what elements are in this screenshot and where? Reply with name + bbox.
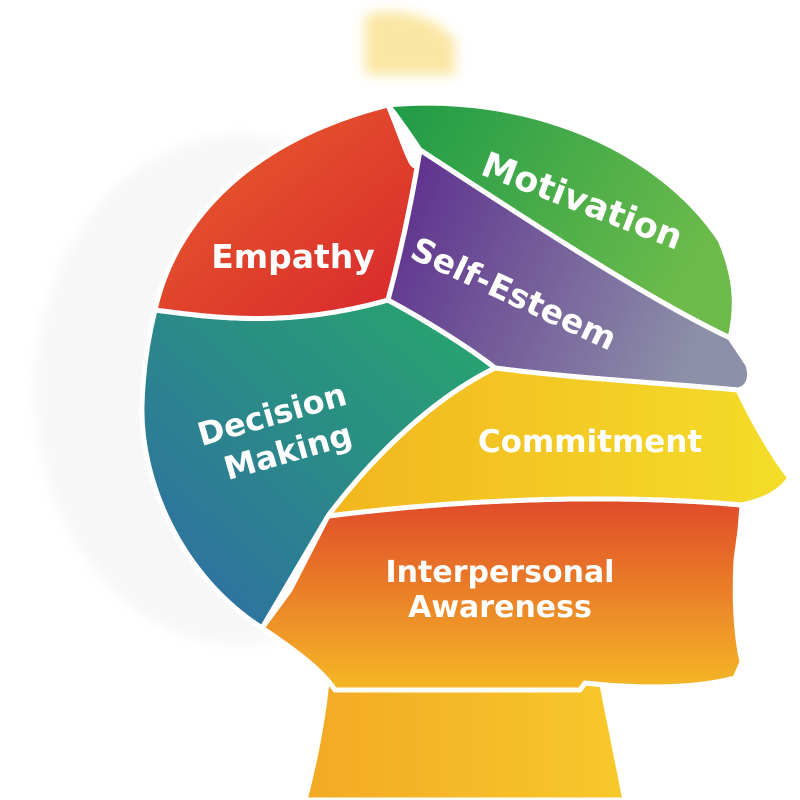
label-empathy: Empathy: [211, 237, 375, 276]
segment-commitment: [325, 365, 793, 519]
label-interpersonal-line1: Interpersonal: [386, 555, 615, 590]
glow-top-accent: [365, 11, 455, 76]
label-commitment: Commitment: [478, 424, 702, 460]
label-interpersonal-line2: Awareness: [408, 590, 592, 625]
